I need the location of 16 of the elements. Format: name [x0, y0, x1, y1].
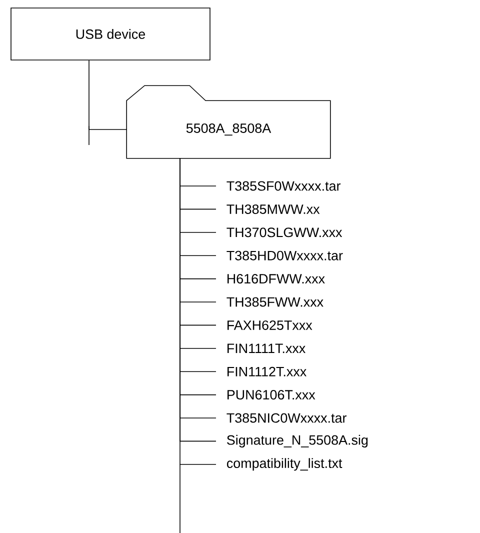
file-name: compatibility_list.txt: [226, 458, 342, 471]
tree-line: [88, 60, 127, 130]
file-name: T385HD0Wxxxx.tar: [226, 250, 343, 260]
device-box: USB device: [10, 8, 210, 60]
folder-box: 5508A_8508A: [126, 85, 331, 159]
file-name: FAXH625Txxx: [228, 320, 312, 330]
file-name: FIN1111T.xxx: [228, 344, 306, 354]
file-name: TH385FWW.xxx: [226, 297, 324, 307]
file-name: FIN1112T.xxx: [228, 366, 306, 376]
file-name: PUN6106T.xxx: [228, 390, 316, 400]
file-name: T385NIC0Wxxxx.tar: [226, 413, 346, 423]
file-name: H616DFWW.xxx: [228, 274, 325, 284]
file-name: T385SF0Wxxxx.tar: [226, 181, 341, 191]
file-name: Signature_N_5508A.sig: [227, 434, 368, 448]
file-name: TH385MWW.xx: [226, 204, 320, 214]
file-name: TH370SLGWW.xxx: [226, 228, 342, 238]
